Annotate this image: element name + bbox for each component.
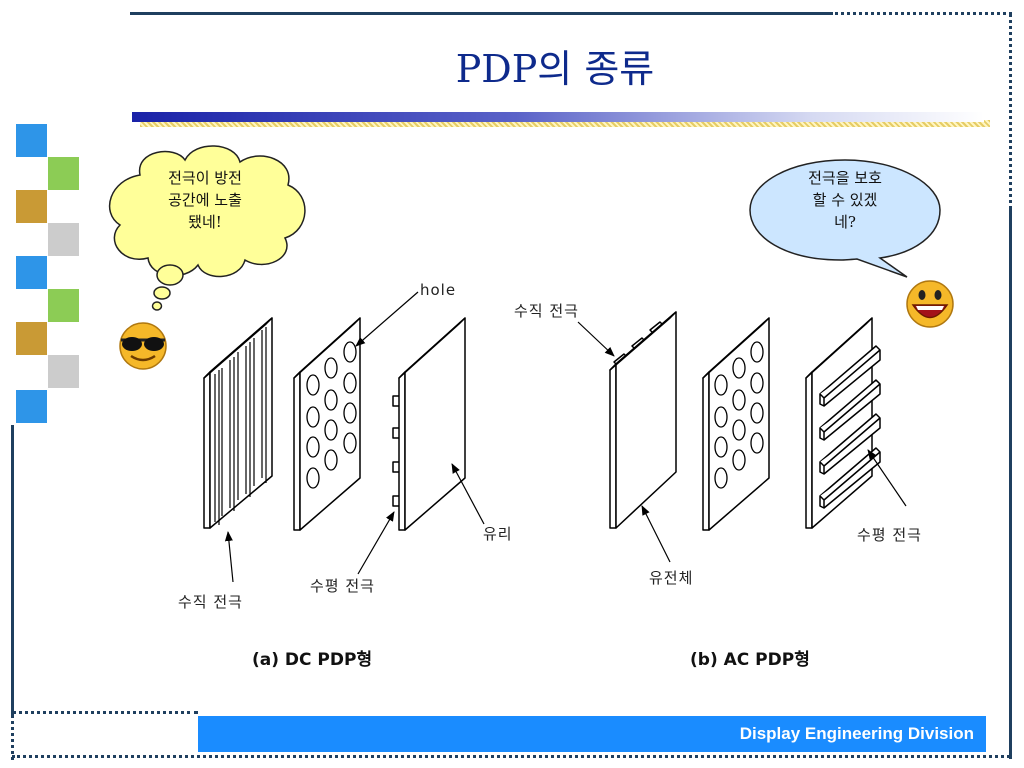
dc-glass-plate xyxy=(392,317,466,531)
ac-rear-plate xyxy=(805,317,881,529)
square-blue xyxy=(16,256,47,289)
ac-hole-plate xyxy=(702,317,770,531)
bubble-line: 네? xyxy=(834,213,856,231)
frame-left-dots xyxy=(11,715,14,760)
frame-right-dots xyxy=(1009,14,1012,209)
square-green xyxy=(48,289,79,322)
square-gray xyxy=(48,355,79,388)
dc-horizontal-electrode-arrow xyxy=(357,511,395,575)
slide-title: PDP의 종류 xyxy=(455,47,655,91)
hole-leader-arrow xyxy=(355,291,419,347)
thought-cloud-text: 전극이 방전 공간에 노출 됐네! xyxy=(120,167,290,233)
bubble-line: 공간에 노출 xyxy=(168,191,242,209)
bubble-line: 할 수 있겠 xyxy=(812,191,878,209)
dc-vertical-electrode-panel xyxy=(203,317,273,529)
label-ac-horizontal-electrode: 수평 전극 xyxy=(857,526,922,544)
footer-bar xyxy=(198,716,986,752)
square-gold xyxy=(16,322,47,355)
title-bar xyxy=(132,112,984,122)
label-hole: hole xyxy=(420,281,457,299)
caption-dc-pdp: (a) DC PDP형 xyxy=(252,650,373,670)
label-ac-dielectric: 유전체 xyxy=(649,569,694,587)
frame-bottom-dots xyxy=(12,755,1010,758)
square-gold xyxy=(16,190,47,223)
thought-cloud xyxy=(109,145,306,311)
ac-front-glass-plate xyxy=(609,311,677,529)
frame-top-line xyxy=(130,12,830,15)
footer-text: Display Engineering Division xyxy=(739,724,974,743)
ac-vertical-electrode-arrow xyxy=(577,321,615,357)
speech-bubble xyxy=(749,159,941,278)
dc-hole-plate xyxy=(293,317,361,531)
frame-top-dots xyxy=(830,12,1012,15)
sunglasses-smiley-icon xyxy=(119,322,167,370)
square-blue xyxy=(16,390,47,423)
label-ac-vertical-electrode: 수직 전극 xyxy=(514,302,579,320)
dc-glass-arrow xyxy=(451,463,485,525)
grinning-smiley-icon xyxy=(906,280,954,328)
bubble-line: 전극이 방전 xyxy=(168,169,242,187)
frame-right-line xyxy=(1009,209,1012,759)
frame-left-line xyxy=(11,425,14,715)
bubble-line: 됐네! xyxy=(188,213,222,231)
label-dc-glass: 유리 xyxy=(483,525,513,543)
caption-ac-pdp: (b) AC PDP형 xyxy=(690,650,810,670)
label-dc-horizontal-electrode: 수평 전극 xyxy=(310,577,375,595)
square-gray xyxy=(48,223,79,256)
label-dc-vertical-electrode: 수직 전극 xyxy=(178,593,243,611)
dc-vertical-electrode-arrow xyxy=(224,531,234,583)
square-blue xyxy=(16,124,47,157)
square-green xyxy=(48,157,79,190)
title-bar-shadow xyxy=(140,120,990,127)
frame-bottom-dots-upper xyxy=(12,711,198,714)
speech-bubble-text: 전극을 보호 할 수 있겠 네? xyxy=(765,167,925,233)
ac-dielectric-arrow xyxy=(641,505,671,563)
bubble-line: 전극을 보호 xyxy=(808,169,882,187)
ac-horizontal-electrode-arrow xyxy=(867,449,907,507)
